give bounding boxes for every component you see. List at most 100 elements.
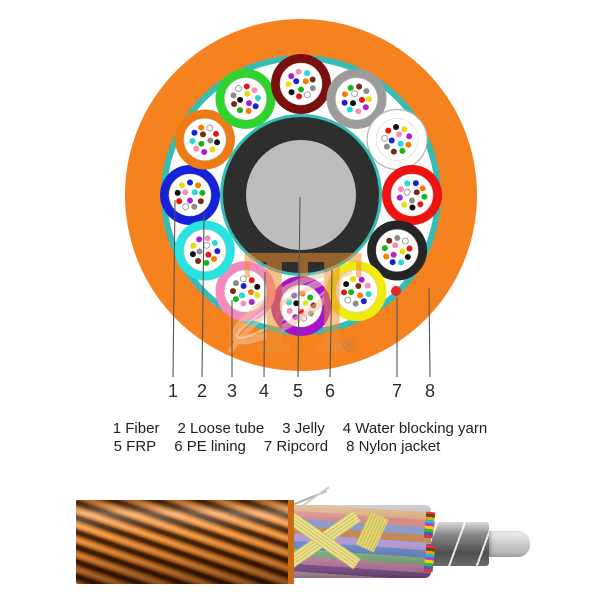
fiber-dot [365, 96, 372, 103]
loose-tube-white [366, 108, 428, 171]
number-label-3: 3 [227, 381, 237, 401]
fiber-dot [344, 296, 352, 304]
fiber-dot [240, 300, 247, 307]
fiber-dot [401, 237, 409, 245]
fiber-dot [288, 89, 295, 96]
fiber-dot [358, 96, 365, 103]
fiber-dot [206, 124, 214, 132]
fiber-dot [197, 198, 204, 205]
fiber-dot [214, 248, 221, 255]
fiber-dot [247, 289, 254, 296]
number-label-1: 1 [168, 381, 178, 401]
fiber-dot [309, 85, 316, 92]
fiber-dot [409, 204, 416, 211]
fiber-dot [390, 251, 397, 258]
fiber-dot [240, 282, 247, 289]
fiber-dot [296, 93, 303, 100]
fiber-dot [189, 138, 196, 145]
loose-tube-black [367, 220, 428, 281]
fiber-dot [187, 197, 193, 204]
fiber-dot [198, 140, 205, 147]
fiber-dot [390, 148, 397, 155]
fiber-dot [302, 300, 309, 307]
fiber-dot [348, 289, 355, 296]
fiber-dot [360, 298, 367, 305]
legend-item-6: 6 PE lining [174, 438, 246, 455]
fiber-dot [363, 88, 370, 95]
fiber-dot [230, 288, 236, 295]
legend-item-2: 2 Loose tube [177, 420, 265, 437]
fiber-dot [404, 253, 411, 260]
fiber-dot [248, 298, 255, 305]
leader-line-4 [263, 271, 266, 378]
fiber-dot [196, 236, 203, 243]
leader-line-6 [329, 269, 333, 378]
fiber-dot [189, 251, 196, 258]
loose-tube-rose [215, 261, 276, 322]
fiber-dot [191, 203, 198, 210]
cable-3d-render [76, 486, 536, 588]
fiber-dot [198, 124, 205, 131]
fiber-dot [309, 76, 316, 83]
fiber-dot [303, 91, 311, 99]
loose-tube-orange [174, 109, 235, 170]
fiber-dot [404, 180, 411, 187]
loose-tube-green [215, 68, 276, 129]
fiber-dot [417, 201, 424, 208]
fiber-dot [397, 140, 404, 147]
fiber-dot [358, 276, 365, 283]
frp-center [246, 140, 356, 250]
fiber-dot [235, 85, 242, 92]
fiber-dot [406, 133, 413, 140]
leader-line-2 [201, 213, 205, 378]
fiber-dot [293, 300, 300, 307]
fiber-dot [392, 242, 399, 249]
fiber-dot [182, 203, 190, 211]
fiber-dot [398, 259, 405, 266]
fiber-dot [199, 131, 206, 138]
fiber-dot [245, 107, 252, 114]
fiber-dot [191, 189, 198, 196]
fiber-dot [352, 300, 359, 307]
fiber-dot [396, 131, 403, 138]
fiber-dot [252, 103, 259, 110]
fiber-dot [174, 189, 181, 196]
fiber-dot [396, 194, 403, 201]
fiber-dot [349, 100, 356, 107]
fiber-dot [293, 78, 300, 85]
watermark-logo: TT ® [227, 226, 362, 385]
number-label-6: 6 [325, 381, 335, 401]
loose-tube-red [382, 165, 442, 225]
fiber-dot [383, 143, 390, 150]
render-nylon-jacket [76, 500, 294, 584]
fiber-dot [203, 241, 211, 249]
legend-item-4: 4 Water blocking yarn [342, 420, 488, 437]
number-label-4: 4 [259, 381, 269, 401]
fiber-dot [178, 182, 185, 189]
fiber-dot [213, 130, 220, 137]
fiber-dot [190, 242, 197, 249]
loose-tube-blue [160, 165, 220, 225]
fiber-dot [298, 86, 304, 93]
fiber-dot [232, 280, 239, 287]
fiber-dot [286, 307, 293, 314]
render-frp-rod [488, 531, 530, 557]
loose-tube-aqua [174, 220, 235, 281]
fiber-dot [207, 137, 214, 144]
fiber-dot [341, 91, 348, 98]
fiber-dot [204, 235, 211, 242]
fiber-dot [182, 189, 189, 196]
watermark-swirl-highlight [235, 274, 339, 340]
fiber-dot [355, 108, 362, 115]
fiber-dot [195, 182, 202, 189]
fiber-dot [421, 193, 428, 200]
leader-line-1 [172, 199, 176, 378]
fiber-dot [365, 291, 372, 298]
fiber-dot [393, 124, 400, 131]
fiber-dot [251, 87, 258, 94]
fiber-dot [383, 253, 390, 260]
